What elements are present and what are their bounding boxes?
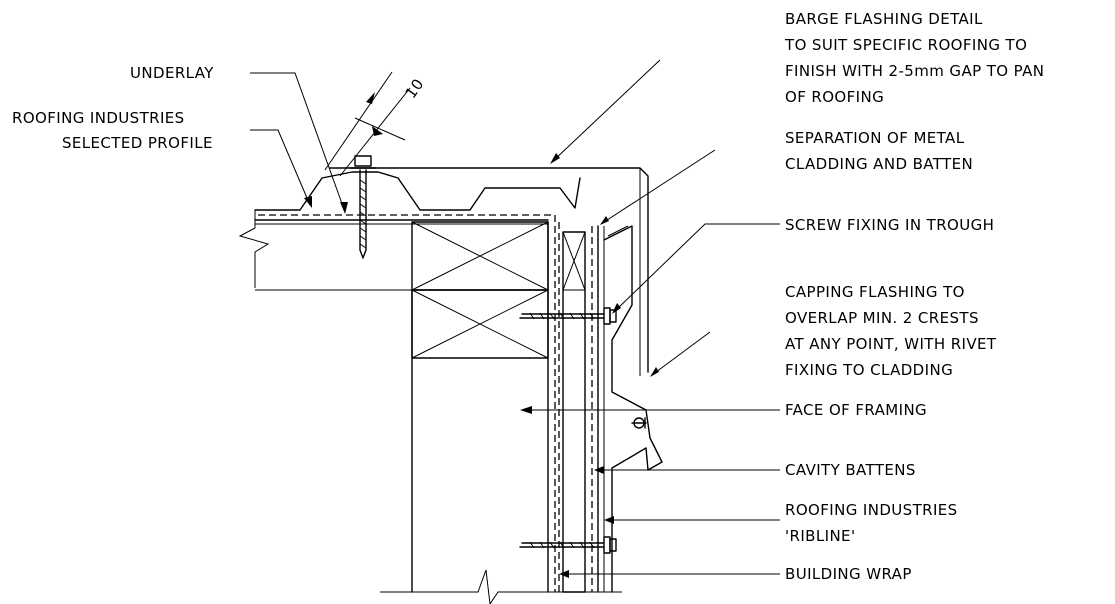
roof-break-line [238,210,270,288]
label-underlay: UNDERLAY [130,64,214,82]
angle-dimension [324,71,411,177]
label-ribline-1: ROOFING INDUSTRIES [785,501,958,519]
label-cavity-battens: CAVITY BATTENS [785,461,916,479]
labels: UNDERLAY ROOFING INDUSTRIES SELECTED PRO… [12,10,1044,583]
top-plate-timbers [255,221,549,593]
roof-underlay [258,214,556,592]
label-separation-1: SEPARATION OF METAL [785,129,965,147]
label-roofing-profile-1: ROOFING INDUSTRIES [12,109,185,127]
rivet [631,417,647,429]
wall-assembly [380,221,663,604]
roof-screw [349,155,377,259]
label-face-of-framing: FACE OF FRAMING [785,401,927,419]
barge-flashing [329,167,649,373]
label-angle: 10 [401,75,427,102]
label-roofing-profile-2: SELECTED PROFILE [62,134,213,152]
label-barge-4: OF ROOFING [785,88,884,106]
upper-wall-screw [519,307,617,325]
label-separation-2: CLADDING AND BATTEN [785,155,973,173]
label-capping-4: FIXING TO CLADDING [785,361,953,379]
label-barge-2: TO SUIT SPECIFIC ROOFING TO [784,36,1027,54]
label-capping-3: AT ANY POINT, WITH RIVET [785,335,997,353]
roof-assembly [238,71,649,592]
label-ribline-2: 'RIBLINE' [785,527,855,545]
lower-wall-screw [519,536,617,554]
leader-lines [250,59,780,578]
cavity-batten [562,231,586,593]
wall-break-line [380,569,622,604]
label-screw: SCREW FIXING IN TROUGH [785,216,994,234]
roofing-selected-profile [254,171,581,211]
label-barge-3: FINISH WITH 2-5mm GAP TO PAN [785,62,1044,80]
label-barge-1: BARGE FLASHING DETAIL [785,10,983,28]
label-building-wrap: BUILDING WRAP [785,565,912,583]
capping-flashing [603,225,663,593]
label-capping-1: CAPPING FLASHING TO [785,283,965,301]
label-capping-2: OVERLAP MIN. 2 CRESTS [785,309,979,327]
